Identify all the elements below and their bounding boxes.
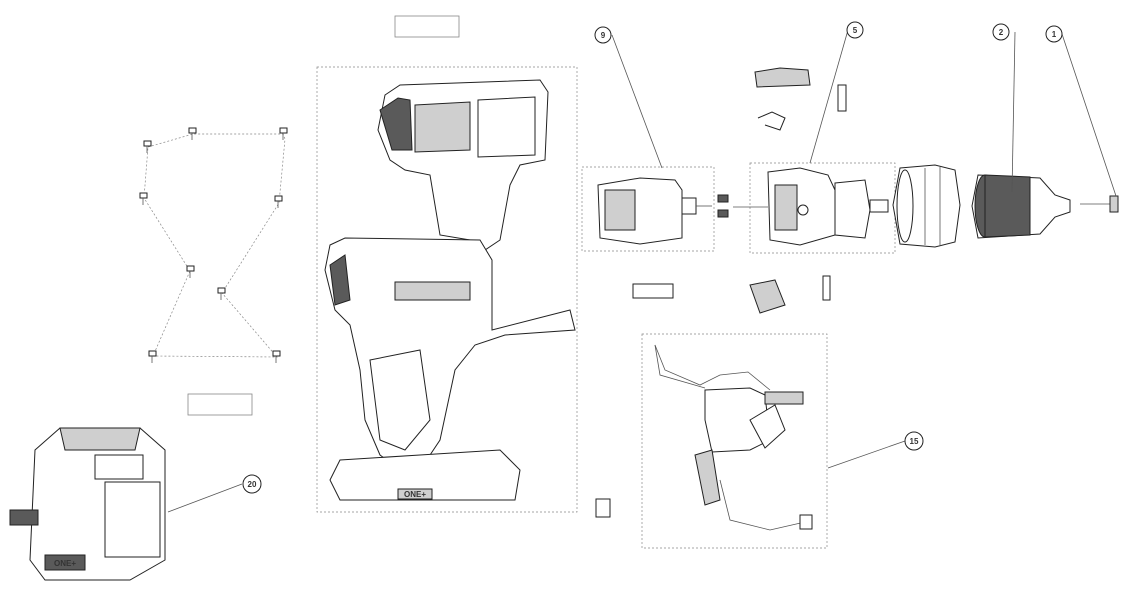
blank-label-box-left	[187, 393, 253, 416]
housing-bottom-slot	[394, 281, 471, 301]
callout-label: 20	[248, 480, 257, 489]
screw	[274, 195, 283, 208]
motor-assembly	[581, 166, 729, 252]
callout-20: 20	[242, 474, 262, 494]
gearbox-spindle	[869, 199, 889, 213]
motor-screw-2	[717, 209, 729, 218]
gearbox-assembly	[733, 162, 896, 254]
switch-lead-wire-3	[719, 479, 806, 531]
callout-circle	[242, 474, 262, 494]
gearbox-clutch-ring	[834, 179, 871, 239]
screw	[272, 350, 281, 363]
housing-top-motor-bay	[414, 101, 471, 153]
callout-1: 1	[1045, 25, 1063, 43]
screw	[279, 127, 288, 140]
battery-top	[59, 427, 141, 451]
callout-2: 2	[992, 23, 1010, 41]
callout-circle	[846, 21, 864, 39]
chuck-knurl	[984, 174, 1031, 238]
screw	[139, 192, 148, 205]
housing-base	[329, 449, 521, 501]
battery-logo-text: ONE+	[54, 559, 76, 568]
housing-grip	[369, 349, 431, 451]
forward-reverse-lever	[764, 391, 804, 405]
housing-top-vent	[379, 97, 413, 151]
switch-cover	[749, 279, 786, 314]
callout-label: 15	[910, 437, 919, 446]
trigger-switch-assembly	[641, 333, 828, 549]
screw	[217, 287, 226, 300]
callouts: 9 5 2 1 15 20	[242, 21, 1063, 494]
housing-top-gear-bay	[477, 96, 536, 158]
screw-path	[143, 133, 286, 358]
callout-circle	[1045, 25, 1063, 43]
housing-bottom-vent	[329, 254, 351, 306]
callout-9: 9	[594, 26, 612, 44]
housing-screws-group	[139, 127, 288, 363]
clutch-collar-face	[896, 169, 914, 243]
callout-circle	[992, 23, 1010, 41]
battery-front-panel	[104, 481, 161, 558]
trigger	[749, 404, 786, 449]
small-pin	[822, 275, 831, 301]
small-parts	[595, 67, 847, 518]
chuck-screw-head	[1109, 195, 1119, 213]
leader-5	[809, 29, 849, 164]
screw	[188, 127, 197, 140]
drill-housing: ONE+	[324, 79, 576, 501]
gearbox-selector	[797, 204, 809, 216]
leader-20	[167, 483, 243, 513]
battery-release	[9, 509, 39, 526]
leader-1	[1061, 33, 1117, 197]
callout-circle	[904, 431, 924, 451]
motor-pinion-housing	[681, 197, 697, 215]
callout-5: 5	[846, 21, 864, 39]
callout-15: 15	[904, 431, 924, 451]
chuck	[971, 174, 1071, 239]
blank-label-box-top	[394, 15, 460, 38]
callout-label: 9	[601, 31, 606, 40]
chuck-screw	[1080, 195, 1119, 213]
housing-frame	[316, 66, 578, 513]
trigger-switch-body	[704, 387, 771, 453]
leader-2	[1011, 31, 1016, 193]
screw	[186, 265, 195, 278]
leader-15	[827, 440, 906, 469]
motor-frame	[581, 166, 715, 252]
belt-clip-part	[595, 498, 611, 518]
switch-terminal-block	[694, 449, 721, 506]
battery-window	[94, 454, 144, 480]
callout-label: 2	[999, 28, 1004, 37]
switch-connector	[799, 514, 813, 530]
leader-9	[611, 34, 663, 169]
battery-logo-plate	[44, 554, 86, 571]
housing-bottom-half	[324, 237, 576, 471]
callout-circle	[594, 26, 612, 44]
switch-lead-wire-2	[654, 344, 706, 389]
callout-label: 1	[1052, 30, 1057, 39]
switch-lead-wire-1	[654, 344, 771, 391]
leader-lines	[167, 29, 1117, 513]
spring-clip	[837, 84, 847, 112]
direction-switch	[754, 67, 811, 88]
motor-brush-end	[604, 189, 636, 231]
screw	[143, 140, 152, 153]
tool-logo-text: ONE+	[404, 490, 426, 499]
gearbox-side	[774, 184, 798, 231]
clutch-collar	[892, 164, 961, 248]
trigger-switch-frame	[641, 333, 828, 549]
motor-screw-1	[717, 194, 729, 203]
screw	[148, 350, 157, 363]
wire-clip	[757, 111, 786, 131]
callout-label: 5	[853, 26, 858, 35]
tool-logo-plate	[397, 488, 433, 500]
rubber-insert	[632, 283, 674, 299]
battery-pack: ONE+	[9, 427, 166, 581]
